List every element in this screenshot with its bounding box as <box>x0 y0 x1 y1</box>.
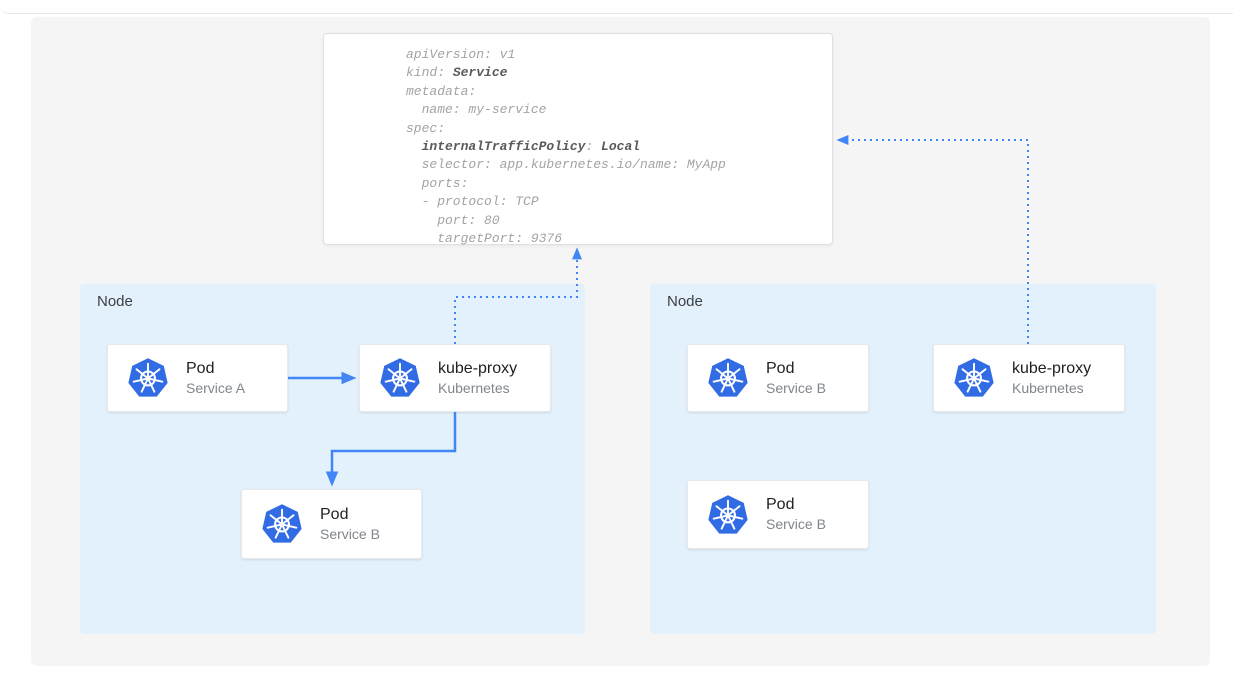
card-title: Pod <box>766 359 795 377</box>
code-line: targetPort: 9376 <box>406 231 563 247</box>
node-label: Node <box>667 293 703 310</box>
code-line: selector: app.kubernetes.io/name: MyApp <box>406 157 726 173</box>
card-title: Pod <box>766 496 795 514</box>
code-line: name: my-service <box>406 102 547 118</box>
code-line: metadata: <box>406 83 477 99</box>
node-box-right: Node <box>650 284 1156 634</box>
card-subtitle: Service B <box>766 379 826 396</box>
yaml-code: apiVersion: v1 kind: Service metadata: nam… <box>406 46 824 248</box>
card-title: Pod <box>320 505 349 523</box>
kubernetes-icon <box>953 357 995 399</box>
pod-card-service-b-left: Pod Service B <box>241 489 422 559</box>
kubernetes-icon <box>261 503 303 545</box>
kube-proxy-card-left: kube-proxy Kubernetes <box>359 344 551 412</box>
kubernetes-icon <box>707 494 749 536</box>
node-label: Node <box>97 293 133 310</box>
pod-card-service-b-right-bottom: Pod Service B <box>687 480 869 549</box>
card-subtitle: Kubernetes <box>1012 379 1084 396</box>
kubernetes-icon <box>379 357 421 399</box>
card-subtitle: Kubernetes <box>438 379 510 396</box>
card-title: Pod <box>186 359 215 377</box>
diagram-canvas: apiVersion: v1 kind: Service metadata: nam… <box>31 17 1210 666</box>
card-subtitle: Service B <box>766 516 826 533</box>
kubernetes-icon <box>707 357 749 399</box>
code-line: spec: <box>406 120 446 136</box>
kube-proxy-card-right: kube-proxy Kubernetes <box>933 344 1125 412</box>
code-line: - protocol: TCP <box>406 194 539 210</box>
kubernetes-icon <box>127 357 169 399</box>
code-line: ports: <box>406 175 469 191</box>
node-box-left: Node <box>80 284 585 634</box>
code-line: internalTrafficPolicy: Local <box>421 139 641 155</box>
code-line: kind: Service <box>406 65 508 81</box>
card-subtitle: Service B <box>320 525 380 542</box>
card-title: kube-proxy <box>1012 359 1092 377</box>
pod-card-service-a: Pod Service A <box>107 344 288 412</box>
card-title: kube-proxy <box>438 359 518 377</box>
card-subtitle: Service A <box>186 379 246 396</box>
code-line: port: 80 <box>406 212 500 228</box>
pod-card-service-b-right-top: Pod Service B <box>687 344 869 412</box>
service-yaml-card: apiVersion: v1 kind: Service metadata: nam… <box>323 33 833 248</box>
top-divider <box>0 0 1233 14</box>
code-line: apiVersion: v1 <box>406 47 516 62</box>
